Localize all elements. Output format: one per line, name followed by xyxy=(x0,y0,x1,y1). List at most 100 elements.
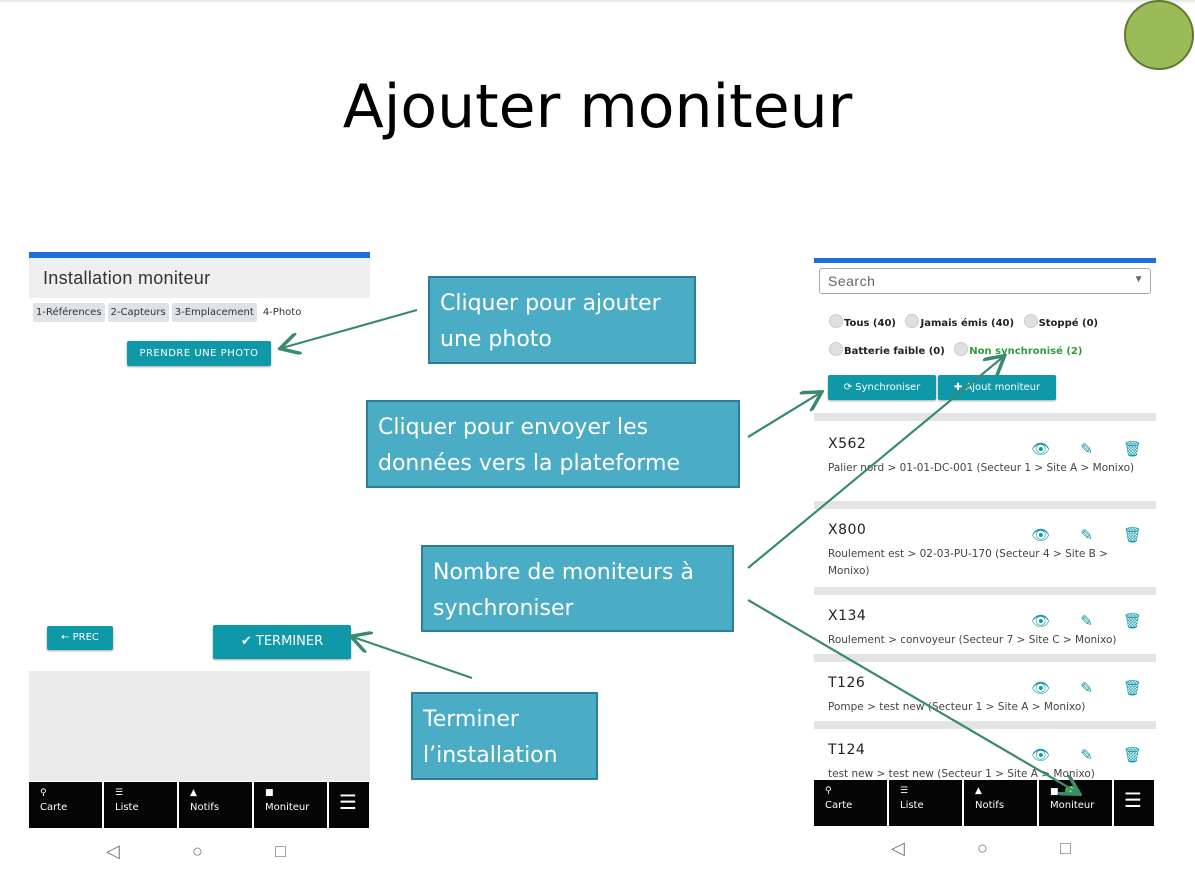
radio-icon xyxy=(905,314,920,328)
tab-capteurs[interactable]: 2-Capteurs xyxy=(107,303,169,322)
arrow-to-sync xyxy=(747,393,820,438)
prev-button[interactable]: ← PREC xyxy=(47,626,113,650)
filter-label: Stoppé (0) xyxy=(1038,318,1099,329)
home-icon[interactable]: ○ xyxy=(192,841,203,861)
callout-photo: Cliquer pour ajouter une photo xyxy=(428,276,696,364)
arrow-to-count xyxy=(747,357,1003,569)
nav-label: Notifs xyxy=(975,800,1005,811)
filter-stoppe[interactable]: Stoppé (0) xyxy=(1023,314,1099,329)
edit-icon[interactable]: ✎ xyxy=(1080,680,1093,697)
plus-icon: ✚ xyxy=(953,382,966,393)
filter-batterie-faible[interactable]: Batterie faible (0) xyxy=(829,342,945,357)
filter-label: Jamais émis (40) xyxy=(920,318,1015,329)
finish-button[interactable]: ✔ TERMINER xyxy=(213,625,351,659)
trash-icon[interactable]: 🗑 xyxy=(1122,441,1142,458)
eye-icon[interactable]: 👁 xyxy=(1031,747,1051,764)
sync-icon: ⟳ xyxy=(843,382,856,393)
add-label: Ajout moniteur xyxy=(965,382,1041,393)
map-marker-icon: ⚲ xyxy=(825,786,832,796)
nav-carte[interactable]: ⚲ Carte xyxy=(29,782,102,828)
tab-photo[interactable]: 4-Photo xyxy=(259,303,305,322)
recents-icon[interactable]: □ xyxy=(275,841,286,861)
list-icon: ☰ xyxy=(900,786,909,796)
nav-liste[interactable]: ☰Liste xyxy=(889,780,962,826)
recents-icon[interactable]: □ xyxy=(1060,838,1071,858)
divider xyxy=(814,501,1156,509)
monitor-card[interactable]: T124 test new > test new (Secteur 1 > Si… xyxy=(814,742,1156,783)
edit-icon[interactable]: ✎ xyxy=(1080,527,1093,544)
radio-icon xyxy=(1023,314,1038,328)
accent-circle xyxy=(1124,0,1194,70)
filter-jamais-emis[interactable]: Jamais émis (40) xyxy=(905,314,1015,329)
menu-button[interactable]: ☰ xyxy=(329,782,369,828)
divider xyxy=(814,413,1156,421)
edit-icon[interactable]: ✎ xyxy=(1080,441,1093,458)
monitor-id: X134 xyxy=(828,608,867,624)
back-icon[interactable]: ◁ xyxy=(891,838,905,858)
filter-non-synchronise[interactable]: Non synchronisé (2) xyxy=(954,342,1083,357)
monitor-card[interactable]: X800 Roulement est > 02-03-PU-170 (Secte… xyxy=(814,522,1156,580)
monitor-path: Pompe > test new (Secteur 1 > Site A > M… xyxy=(828,701,1086,713)
callout-count: Nombre de moniteurs à synchroniser xyxy=(421,545,734,632)
eye-icon[interactable]: 👁 xyxy=(1031,527,1051,544)
eye-icon[interactable]: 👁 xyxy=(1031,613,1051,630)
nav-carte[interactable]: ⚲Carte xyxy=(814,780,887,826)
divider xyxy=(814,587,1156,595)
nav-label: Liste xyxy=(115,802,139,813)
monitor-id: T124 xyxy=(828,742,866,758)
monitor-path: test new > test new (Secteur 1 > Site A … xyxy=(828,768,1095,780)
android-nav: ◁ ○ □ xyxy=(106,841,286,862)
monitor-path: Roulement > convoyeur (Secteur 7 > Site … xyxy=(828,634,1117,646)
trash-icon[interactable]: 🗑 xyxy=(1122,613,1142,630)
filter-label: Non synchronisé (2) xyxy=(969,346,1083,357)
step-tabs: 1-Références 2-Capteurs 3-Emplacement 4-… xyxy=(29,298,370,322)
tab-emplacement[interactable]: 3-Emplacement xyxy=(171,303,257,322)
nav-label: Notifs xyxy=(190,802,220,813)
monitor-path: Roulement est > 02-03-PU-170 (Secteur 4 … xyxy=(828,548,1108,577)
take-photo-button[interactable]: PRENDRE UNE PHOTO xyxy=(127,341,271,366)
edit-icon[interactable]: ✎ xyxy=(1080,613,1093,630)
nav-notifs[interactable]: ▲Notifs xyxy=(179,782,252,828)
monitor-id: X562 xyxy=(828,436,867,452)
menu-button[interactable]: ☰ xyxy=(1114,780,1154,826)
sync-button[interactable]: ⟳ Synchroniser xyxy=(828,375,936,400)
left-phone-screen: Installation moniteur 1-Références 2-Cap… xyxy=(29,252,370,861)
back-icon[interactable]: ◁ xyxy=(106,841,120,861)
trash-icon[interactable]: 🗑 xyxy=(1122,527,1142,544)
nav-moniteur[interactable]: ■Moniteur xyxy=(254,782,327,828)
nav-label: Carte xyxy=(40,802,68,813)
top-blue-bar xyxy=(814,258,1156,263)
nav-notifs[interactable]: ▲Notifs xyxy=(964,780,1037,826)
eye-icon[interactable]: 👁 xyxy=(1031,441,1051,458)
nav-liste[interactable]: ☰ Liste xyxy=(104,782,177,828)
top-blue-bar xyxy=(29,252,370,258)
filter-tous[interactable]: Tous (40) xyxy=(829,314,896,329)
trash-icon[interactable]: 🗑 xyxy=(1122,680,1142,697)
home-icon[interactable]: ○ xyxy=(977,838,988,858)
monitor-card[interactable]: T126 Pompe > test new (Secteur 1 > Site … xyxy=(814,675,1156,716)
edit-icon[interactable]: ✎ xyxy=(1080,747,1093,764)
arrow-to-finish xyxy=(353,637,473,680)
right-phone-screen: Search ▼ Tous (40) Jamais émis (40) Stop… xyxy=(814,258,1156,858)
chevron-down-icon: ▼ xyxy=(1133,274,1144,285)
nav-label: Moniteur xyxy=(265,802,310,813)
tab-references[interactable]: 1-Références xyxy=(33,303,105,322)
sync-label: Synchroniser xyxy=(855,382,921,393)
top-shadow xyxy=(0,0,1195,4)
search-placeholder: Search xyxy=(828,273,876,289)
arrow-to-badge xyxy=(747,599,1078,793)
monitor-path: Palier nord > 01-01-DC-001 (Secteur 1 > … xyxy=(828,462,1135,474)
eye-icon[interactable]: 👁 xyxy=(1031,680,1051,697)
monitor-card[interactable]: X562 Palier nord > 01-01-DC-001 (Secteur… xyxy=(814,436,1156,477)
menu-list-icon: ☰ xyxy=(339,790,357,814)
installation-header: Installation moniteur xyxy=(29,258,370,298)
trash-icon[interactable]: 🗑 xyxy=(1122,747,1142,764)
list-icon: ☰ xyxy=(115,788,124,798)
map-marker-icon: ⚲ xyxy=(40,788,47,798)
search-input[interactable]: Search ▼ xyxy=(819,268,1151,294)
bottom-nav: ⚲ Carte ☰ Liste ▲Notifs ■Moniteur ☰ xyxy=(29,782,369,828)
monitor-card[interactable]: X134 Roulement > convoyeur (Secteur 7 > … xyxy=(814,608,1156,649)
